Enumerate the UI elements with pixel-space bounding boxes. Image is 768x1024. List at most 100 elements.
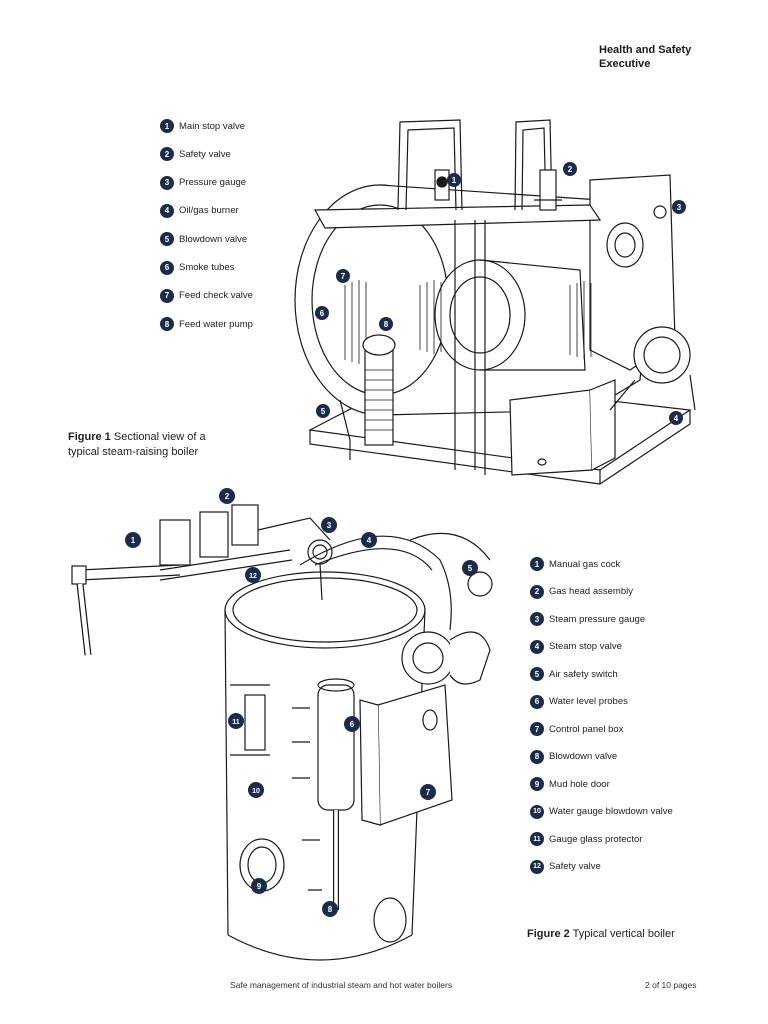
- figure2-boiler-illustration: 1 2 3 4 5 6 7 8 9 10 11 12: [71, 488, 493, 961]
- figure2-legend-badge: 4: [530, 639, 544, 654]
- svg-text:5: 5: [321, 407, 326, 416]
- figure2-callout-5: 5: [462, 560, 478, 576]
- figure2-callout-12: 12: [245, 567, 261, 583]
- figure1-legend-badge: 4: [160, 203, 174, 218]
- figure2-legend-item-3: 3 Steam pressure gauge: [530, 612, 645, 626]
- figure2-legend-item-1: 1 Manual gas cock: [530, 557, 620, 571]
- svg-text:2: 2: [568, 165, 573, 174]
- svg-text:7: 7: [341, 272, 346, 281]
- figure2-callout-11: 11: [228, 713, 244, 729]
- org-name-line2: Executive: [599, 58, 651, 70]
- figure2-legend-badge: 2: [530, 584, 544, 599]
- figure1-legend-label: Oil/gas burner: [179, 205, 239, 217]
- figure1-caption: Figure 1 Sectional view of a typical ste…: [68, 430, 206, 460]
- footer-page-number: 2 of 10 pages: [645, 980, 697, 990]
- figure1-caption-label: Figure 1: [68, 431, 111, 443]
- figure1-callout-6: 6: [315, 306, 329, 320]
- figure2-legend-item-10: 10 Water gauge blowdown valve: [530, 804, 673, 819]
- figure2-legend-badge: 5: [530, 667, 544, 681]
- figure1-caption-text-line1: Sectional view of a: [113, 431, 206, 443]
- org-name: Health and Safety Executive: [599, 43, 749, 71]
- figure1-callout-7: 7: [336, 269, 350, 283]
- figure1-callout-3: 3: [672, 200, 686, 214]
- figure1-legend-item-6: 6 Smoke tubes: [160, 260, 235, 275]
- figure2-legend-label: Steam pressure gauge: [549, 613, 646, 625]
- svg-text:11: 11: [232, 719, 240, 726]
- svg-text:6: 6: [320, 309, 325, 318]
- figure2-caption-text: Typical vertical boiler: [572, 928, 675, 940]
- figure1-legend-item-4: 4 Oil/gas burner: [160, 203, 239, 218]
- figure2-legend-label: Water gauge blowdown valve: [549, 806, 673, 817]
- figure2-legend-label: Control panel box: [549, 723, 624, 735]
- figure2-callout-3: 3: [321, 517, 337, 533]
- figure1-legend-label: Smoke tubes: [179, 262, 235, 273]
- figure2-legend-badge: 10: [530, 804, 544, 819]
- figure1-legend-label: Safety valve: [179, 148, 231, 160]
- svg-text:1: 1: [131, 536, 136, 545]
- svg-text:6: 6: [350, 720, 355, 729]
- figure1-legend-badge: 6: [160, 260, 174, 275]
- figure1-legend-badge: 1: [160, 119, 174, 133]
- figure2-caption: Figure 2 Typical vertical boiler: [527, 927, 675, 942]
- figure1-callout-2: 2: [563, 162, 577, 176]
- figure2-legend-badge: 8: [530, 749, 544, 764]
- figure2-legend-badge: 12: [530, 859, 544, 874]
- figure1-legend-badge: 5: [160, 232, 174, 247]
- svg-text:10: 10: [252, 788, 260, 795]
- figure1-callouts: 1 2 3 4 5 6 7 8: [315, 162, 686, 425]
- figure2-legend-label: Air safety switch: [549, 668, 618, 680]
- figure1-caption-text-line2: typical steam-raising boiler: [68, 446, 199, 458]
- figure2-legend-label: Blowdown valve: [549, 751, 618, 762]
- svg-text:9: 9: [257, 882, 262, 891]
- figure1-callout-5: 5: [316, 404, 330, 418]
- figure1-legend-badge: 8: [160, 317, 174, 332]
- figure1-boiler-illustration: 1 2 3 4 5 6 7 8: [294, 119, 696, 485]
- figure1-legend-label: Feed check valve: [179, 290, 253, 302]
- org-name-line1: Health and Safety: [599, 44, 692, 56]
- figure1-legend-label: Blowdown valve: [179, 233, 248, 245]
- figure2-callout-8: 8: [322, 901, 338, 917]
- svg-text:8: 8: [384, 320, 389, 329]
- figure1-callout-4: 4: [669, 411, 683, 425]
- svg-text:3: 3: [677, 203, 682, 212]
- figure1-legend-item-1: 1 Main stop valve: [160, 119, 245, 133]
- svg-text:7: 7: [426, 788, 431, 797]
- figure2-legend-badge: 3: [530, 612, 544, 626]
- figure1-legend-item-8: 8 Feed water pump: [160, 317, 253, 332]
- figure2-legend-badge: 1: [530, 557, 544, 571]
- figure1-legend-item-5: 5 Blowdown valve: [160, 232, 248, 247]
- figure1-legend-badge: 3: [160, 175, 174, 190]
- figure2-legend-badge: 6: [530, 694, 544, 709]
- figure2-legend-label: Gas head assembly: [549, 586, 633, 597]
- figure2-legend-label: Safety valve: [549, 861, 601, 872]
- figure2-legend-label: Steam stop valve: [549, 641, 622, 652]
- figure2-legend-label: Mud hole door: [549, 778, 610, 790]
- figure2-callout-6: 6: [344, 716, 360, 732]
- figure2-legend-item-12: 12 Safety valve: [530, 859, 601, 874]
- figure1-legend-label: Feed water pump: [179, 318, 253, 330]
- figure2-callout-2: 2: [219, 488, 235, 504]
- footer-title: Safe management of industrial steam and …: [230, 980, 453, 990]
- figure2-caption-label: Figure 2: [527, 928, 570, 940]
- figure2-legend-label: Gauge glass protector: [549, 833, 643, 845]
- svg-text:8: 8: [328, 905, 333, 914]
- figure2-callouts: 1 2 3 4 5 6 7 8 9 10 11 12: [125, 488, 478, 917]
- figure2-callout-7: 7: [420, 784, 436, 800]
- figure2-callout-9: 9: [251, 878, 267, 894]
- figure2-legend-label: Water level probes: [549, 696, 628, 707]
- figure2-callout-10: 10: [248, 782, 264, 798]
- figure2-legend-label: Manual gas cock: [549, 558, 621, 570]
- figure1-callout-8: 8: [379, 317, 393, 331]
- figure1-legend-label: Main stop valve: [179, 120, 246, 132]
- figure2-callout-1: 1: [125, 532, 141, 548]
- figure2-legend-item-6: 6 Water level probes: [530, 694, 628, 709]
- svg-text:2: 2: [225, 492, 230, 501]
- svg-text:5: 5: [468, 564, 473, 573]
- figure2-legend-item-4: 4 Steam stop valve: [530, 639, 622, 654]
- figure2-legend-item-5: 5 Air safety switch: [530, 667, 618, 681]
- svg-text:4: 4: [367, 536, 372, 545]
